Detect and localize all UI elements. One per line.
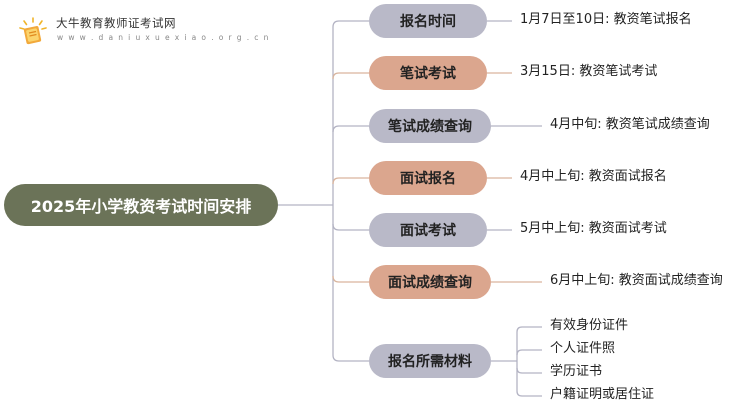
branch-node: 报名所需材料	[369, 344, 491, 378]
material-connector	[516, 367, 542, 374]
branch-connector	[332, 72, 369, 80]
root-node: 2025年小学教资考试时间安排	[4, 184, 278, 226]
detail-text: 4月中旬: 教资笔试成绩查询	[550, 117, 710, 132]
material-item: 个人证件照	[550, 341, 616, 356]
branch-node: 面试报名	[369, 161, 487, 195]
site-url: w w w . d a n i u x u e x i a o . o r g …	[57, 33, 270, 42]
branch-node: 报名时间	[369, 4, 487, 38]
material-item: 户籍证明或居住证	[550, 387, 655, 402]
material-connector	[516, 390, 542, 397]
branch-connector	[332, 354, 369, 362]
branch-node: 面试成绩查询	[369, 265, 491, 299]
branch-connector	[332, 177, 369, 185]
branch-connector	[332, 275, 369, 283]
detail-text: 4月中上旬: 教资面试报名	[520, 169, 667, 184]
detail-text: 3月15日: 教资笔试考试	[520, 64, 658, 79]
branch-connector	[332, 125, 369, 133]
detail-text: 6月中上旬: 教资面试成绩查询	[550, 273, 723, 288]
detail-text: 1月7日至10日: 教资笔试报名	[520, 12, 692, 27]
material-connector	[516, 349, 542, 356]
material-connector	[516, 326, 542, 333]
branch-connector	[332, 20, 369, 28]
logo-icon	[18, 16, 48, 46]
material-item: 学历证书	[550, 364, 603, 379]
material-item: 有效身份证件	[550, 318, 629, 333]
site-title: 大牛教育教师证考试网	[56, 16, 176, 30]
detail-text: 5月中上旬: 教资面试考试	[520, 221, 667, 236]
branch-node: 面试考试	[369, 213, 487, 247]
branch-node: 笔试考试	[369, 56, 487, 90]
branch-node: 笔试成绩查询	[369, 109, 491, 143]
branch-connector	[332, 223, 369, 231]
